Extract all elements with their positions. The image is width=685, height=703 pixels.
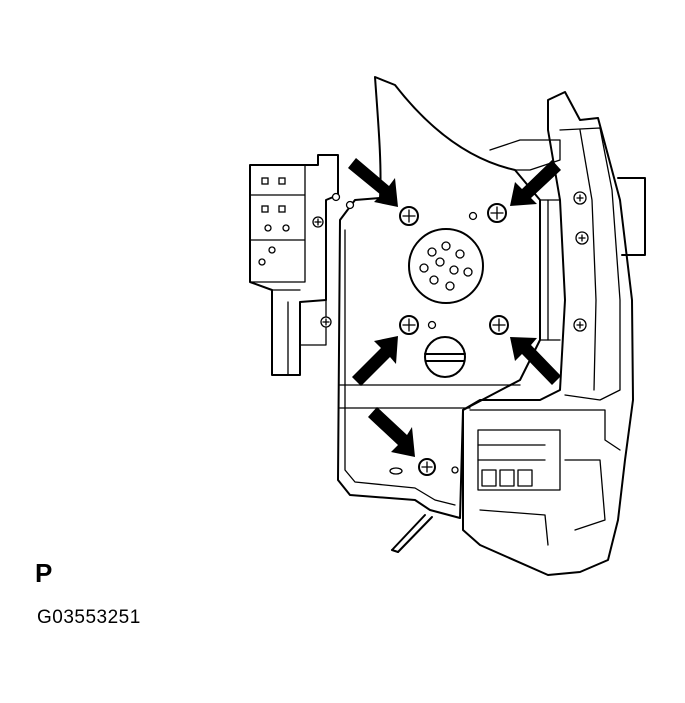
main-plate — [331, 76, 541, 553]
left-bracket — [249, 154, 339, 376]
right-housing — [462, 91, 646, 576]
arrow-icon — [352, 336, 398, 386]
screw-upper-left — [399, 206, 419, 226]
screw-lower-left — [399, 315, 419, 335]
arrow-icon — [510, 160, 561, 206]
arrow-icon — [368, 407, 415, 457]
screw-lower-right — [489, 315, 509, 335]
screw-bottom — [418, 458, 436, 476]
screw-upper-right — [487, 203, 507, 223]
figure-id-label: G03553251 — [37, 607, 141, 628]
arrow-icon — [348, 158, 398, 207]
figure-code-letter: P — [35, 558, 53, 588]
arrow-icon — [348, 158, 561, 457]
arrow-icon — [510, 337, 561, 385]
